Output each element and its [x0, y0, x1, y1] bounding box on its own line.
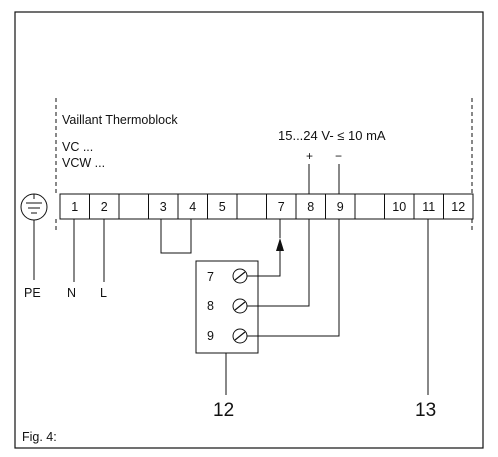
terminal-cell-empty — [236, 193, 267, 220]
screw-icon — [232, 268, 248, 284]
bridge-3-4 — [160, 219, 192, 254]
model-vc: VC ... — [62, 140, 93, 154]
terminal-cell — [207, 193, 238, 220]
terminal-label: 11 — [422, 200, 435, 214]
terminal-label: 7 — [278, 200, 285, 214]
figure-caption: Fig. 4: — [22, 430, 57, 444]
supply-spec: 15...24 V- ≤ 10 mA — [278, 128, 386, 143]
terminal-label: 3 — [160, 200, 167, 214]
terminal-cell — [177, 193, 208, 220]
terminal-label: 5 — [219, 200, 226, 214]
module-terminal-8: 8 — [207, 299, 214, 313]
earth-icon — [20, 193, 48, 280]
terminal-cell — [443, 193, 474, 220]
screw-icon — [232, 298, 248, 314]
terminal-cell — [59, 193, 90, 220]
module-box — [195, 260, 259, 354]
device-title: Vaillant Thermoblock — [62, 113, 178, 127]
terminal-cell — [295, 193, 326, 220]
screw-icon — [232, 328, 248, 344]
terminal-cell — [384, 193, 415, 220]
label-pe: PE — [24, 286, 41, 300]
minus-sign: − — [335, 149, 342, 163]
wire-7 — [247, 250, 281, 277]
terminal-label: 4 — [189, 200, 196, 214]
figure-frame — [14, 11, 484, 449]
plus-sign: + — [306, 149, 313, 163]
terminal-cell-empty — [354, 193, 385, 220]
module-terminal-7: 7 — [207, 270, 214, 284]
label-l: L — [100, 286, 107, 300]
terminal-label: 12 — [451, 200, 465, 214]
model-vcw: VCW ... — [62, 156, 105, 170]
arrow-up-icon — [276, 238, 284, 251]
callout-12: 12 — [213, 400, 234, 421]
wire-8 — [247, 219, 310, 307]
callout-13: 13 — [415, 400, 436, 421]
terminal-label: 10 — [392, 200, 406, 214]
terminal-cell-empty — [118, 193, 149, 220]
terminal-label: 9 — [337, 200, 344, 214]
terminal-cell — [89, 193, 120, 220]
label-n: N — [67, 286, 76, 300]
terminal-label: 1 — [71, 200, 78, 214]
wire-9 — [247, 219, 340, 337]
module-terminal-9: 9 — [207, 329, 214, 343]
terminal-label: 2 — [101, 200, 108, 214]
terminal-label: 8 — [307, 200, 314, 214]
terminal-cell — [266, 193, 297, 220]
